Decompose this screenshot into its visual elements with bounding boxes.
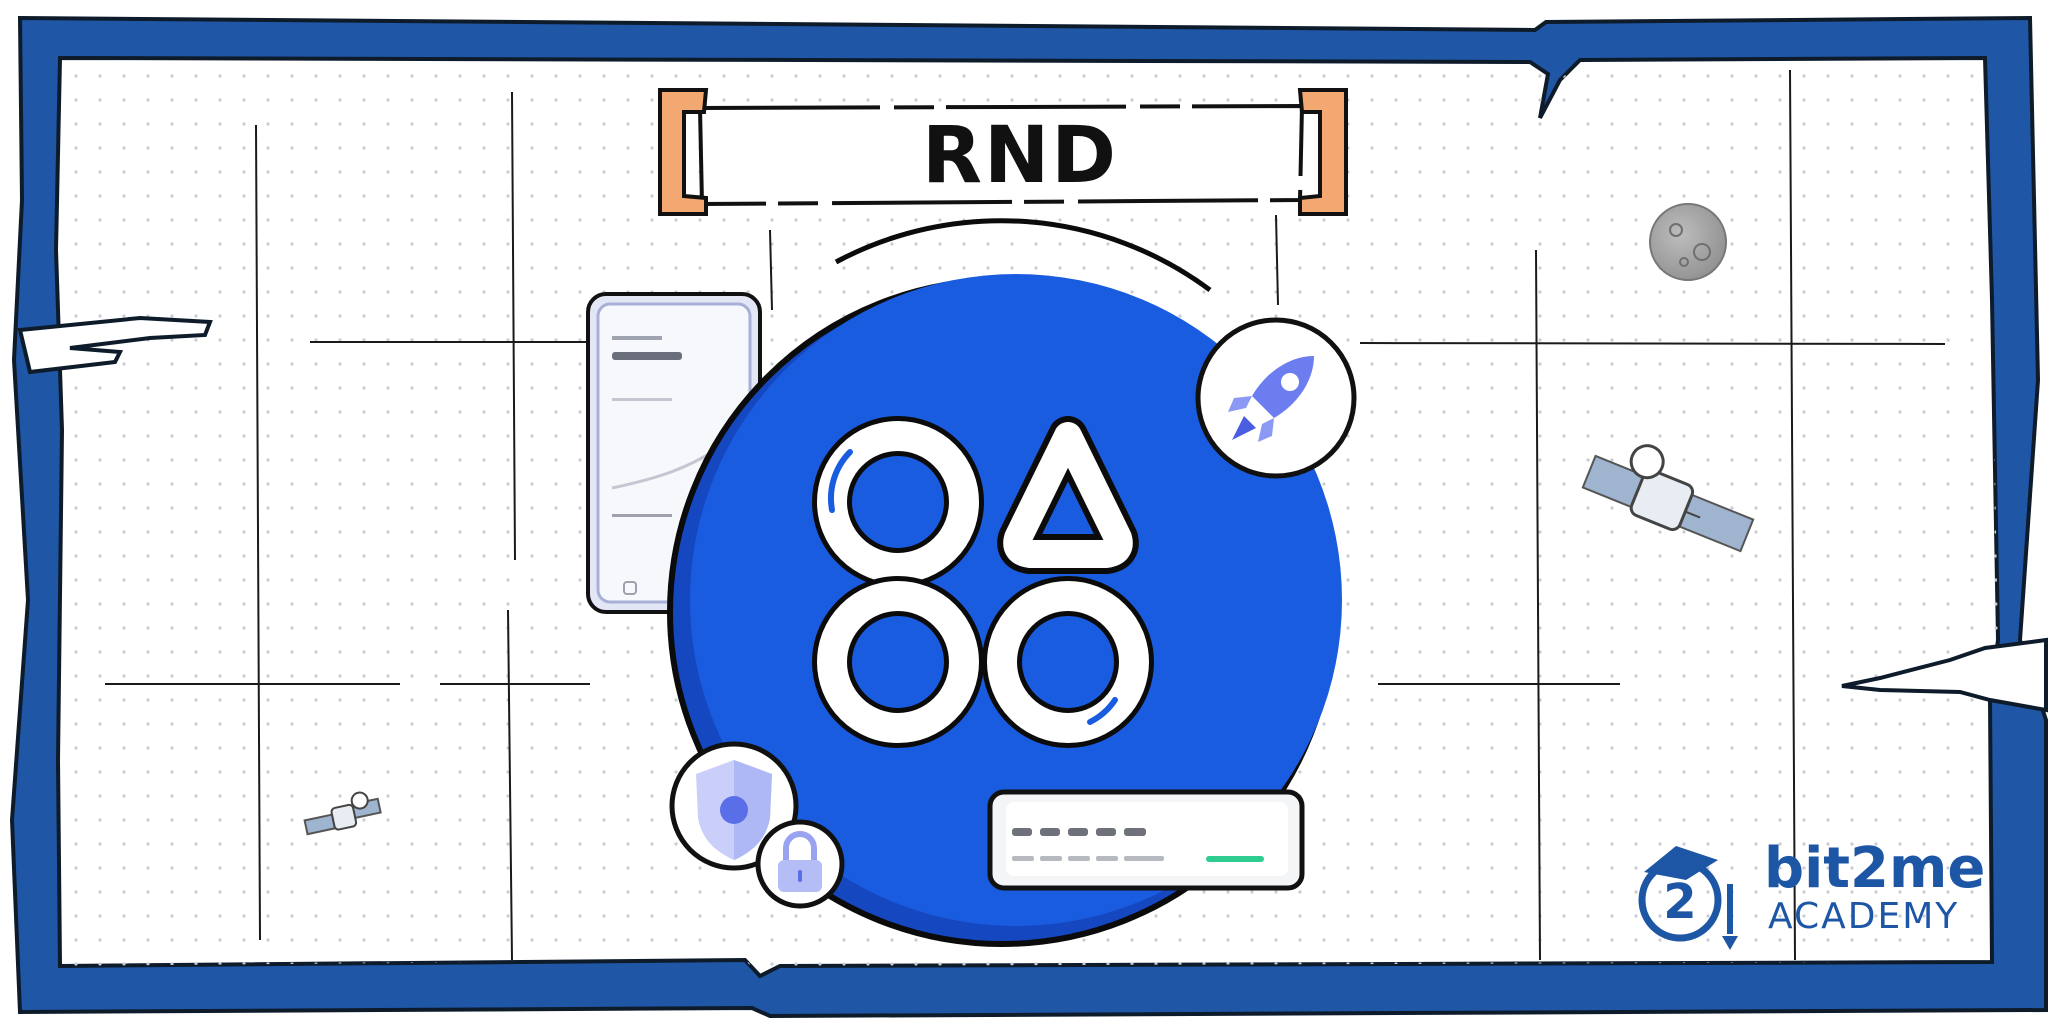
torn-tab-left bbox=[17, 315, 213, 375]
moon-icon bbox=[1649, 203, 1727, 281]
brand-subtitle: ACADEMY bbox=[1768, 896, 1960, 937]
page-title: RND bbox=[921, 111, 1119, 201]
badge-number: 2 bbox=[1663, 874, 1696, 930]
title-box bbox=[658, 88, 1348, 216]
grid-lines bbox=[105, 69, 1946, 961]
satellite-icon bbox=[1581, 444, 1755, 553]
rocket-icon bbox=[1195, 317, 1357, 479]
satellite-small-icon bbox=[303, 791, 382, 836]
padlock-icon bbox=[755, 819, 845, 909]
torn-tab-right bbox=[1841, 637, 2048, 713]
status-card bbox=[987, 789, 1305, 891]
brand-name: bit2me bbox=[1764, 836, 1986, 901]
bit2me-badge-icon bbox=[1638, 846, 1738, 950]
render-network-logo-icon bbox=[812, 416, 1154, 748]
